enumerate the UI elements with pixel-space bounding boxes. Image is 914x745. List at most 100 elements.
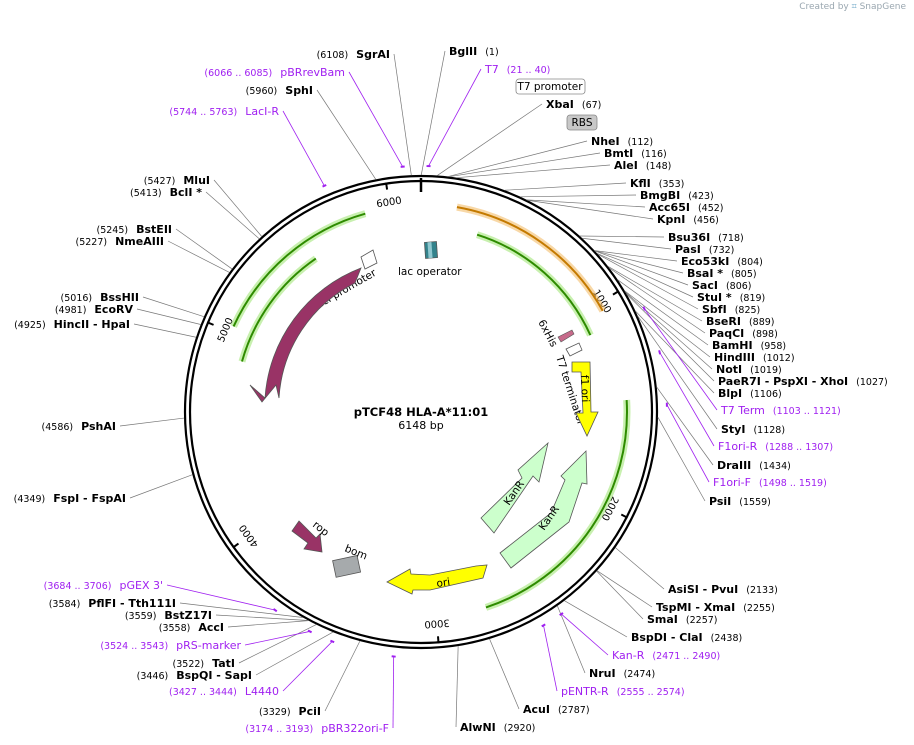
site-label[interactable]: BamHI(958) bbox=[712, 339, 786, 352]
primer-label[interactable]: (5744 .. 5763)LacI-R bbox=[169, 105, 279, 118]
site-label[interactable]: (4349)FspI - FspAI bbox=[14, 492, 126, 505]
svg-text:(6066 .. 6085)pBRrevBam: (6066 .. 6085)pBRrevBam bbox=[204, 66, 345, 79]
site-label[interactable]: (3329)PciI bbox=[259, 705, 321, 718]
svg-text:NruI(2474): NruI(2474) bbox=[589, 667, 655, 680]
site-label-name: PaqCI bbox=[709, 327, 744, 340]
feature-arc-T7-orange-arrowhead bbox=[596, 300, 603, 311]
site-label[interactable]: HindIII(1012) bbox=[714, 351, 795, 364]
site-label-pos: (456) bbox=[693, 215, 719, 226]
feature-arc-green-left-outer[interactable] bbox=[232, 212, 366, 327]
primer-label[interactable]: pENTR-R(2555 .. 2574) bbox=[561, 685, 685, 698]
site-label[interactable]: BspDI - ClaI(2438) bbox=[631, 631, 742, 644]
site-label[interactable]: BseRI(889) bbox=[706, 315, 775, 328]
site-label[interactable]: Eco53kI(804) bbox=[681, 255, 763, 268]
svg-text:(3584)PflFI - Tth111I: (3584)PflFI - Tth111I bbox=[49, 597, 176, 610]
site-label[interactable]: NheI(112) bbox=[591, 135, 653, 148]
feature-ori[interactable] bbox=[386, 564, 488, 595]
site-label[interactable]: BglII(1) bbox=[449, 45, 499, 58]
feature-KanR-inner[interactable] bbox=[480, 441, 549, 534]
primer-label-name: F1ori-R bbox=[718, 440, 758, 453]
site-label[interactable]: AcuI(2787) bbox=[523, 703, 590, 716]
feature-rop[interactable] bbox=[291, 520, 323, 553]
site-label[interactable]: Bsu36I(718) bbox=[668, 231, 744, 244]
site-label[interactable]: (3522)TatI bbox=[173, 657, 235, 670]
feature-arc-T7-orange[interactable] bbox=[456, 206, 604, 312]
site-label[interactable]: NotI(1019) bbox=[716, 363, 782, 376]
site-label[interactable]: (4586)PshAI bbox=[42, 420, 116, 433]
site-label[interactable]: StyI(1128) bbox=[721, 423, 785, 436]
site-label[interactable]: SmaI(2257) bbox=[647, 613, 718, 626]
site-label[interactable]: (5016)BssHII bbox=[61, 291, 139, 304]
feature-f1-ori[interactable] bbox=[571, 361, 599, 437]
feature-lacI[interactable] bbox=[249, 267, 362, 403]
primer-label[interactable]: (6066 .. 6085)pBRrevBam bbox=[204, 66, 345, 79]
primer-label[interactable]: (3174 .. 3193)pBR322ori-F bbox=[245, 722, 389, 735]
feature-6xHis[interactable] bbox=[557, 329, 575, 343]
site-label[interactable]: (3558)AccI bbox=[159, 621, 224, 634]
site-leader-line bbox=[594, 250, 689, 286]
site-label[interactable]: AsiSI - PvuI(2133) bbox=[668, 583, 778, 596]
feature-lacI-promoter[interactable] bbox=[360, 249, 378, 270]
site-label[interactable]: TspMI - XmaI(2255) bbox=[656, 601, 775, 614]
svg-text:(4586)PshAI: (4586)PshAI bbox=[42, 420, 116, 433]
svg-text:KpnI(456): KpnI(456) bbox=[657, 213, 719, 226]
site-label[interactable]: Acc65I(452) bbox=[649, 201, 724, 214]
site-label[interactable]: StuI *(819) bbox=[697, 291, 765, 304]
primer-label[interactable]: Kan-R(2471 .. 2490) bbox=[612, 649, 720, 662]
svg-text:(3558)AccI: (3558)AccI bbox=[159, 621, 224, 634]
site-label[interactable]: (3584)PflFI - Tth111I bbox=[49, 597, 176, 610]
feature-lac-operator[interactable] bbox=[424, 241, 438, 259]
svg-text:(3522)TatI: (3522)TatI bbox=[173, 657, 235, 670]
feature-KanR-outer[interactable] bbox=[499, 450, 588, 569]
site-label[interactable]: SacI(806) bbox=[692, 279, 752, 292]
primer-label[interactable]: F1ori-F(1498 .. 1519) bbox=[713, 476, 827, 489]
site-label[interactable]: (3559)BstZ17I bbox=[125, 609, 212, 622]
site-label[interactable]: PaeR7I - PspXI - XhoI(1027) bbox=[718, 375, 888, 388]
site-label[interactable]: NruI(2474) bbox=[589, 667, 655, 680]
site-label[interactable]: PasI(732) bbox=[675, 243, 734, 256]
site-label-name: XbaI bbox=[546, 98, 574, 111]
site-label-name: SmaI bbox=[647, 613, 678, 626]
site-label[interactable]: SbfI(825) bbox=[702, 303, 760, 316]
site-label[interactable]: (4981)EcoRV bbox=[55, 303, 134, 316]
site-label[interactable]: DraIII(1434) bbox=[717, 459, 791, 472]
feature-arc-green-lower[interactable] bbox=[485, 399, 628, 609]
site-label-name: BspQI - SapI bbox=[176, 669, 252, 682]
site-label[interactable]: (6108)SgrAI bbox=[317, 48, 390, 61]
site-label[interactable]: PaqCI(898) bbox=[709, 327, 778, 340]
site-label-name: EcoRV bbox=[94, 303, 133, 316]
feature-RBS-callout[interactable]: RBS bbox=[566, 114, 598, 131]
feature-arc-green-right[interactable] bbox=[476, 233, 592, 336]
feature-T7-promoter-callout[interactable]: T7 promoter bbox=[515, 78, 586, 95]
site-label[interactable]: (5427)MluI bbox=[144, 174, 210, 187]
site-label[interactable]: (5960)SphI bbox=[246, 84, 313, 97]
feature-label-T7-promoter: T7 promoter bbox=[516, 81, 583, 93]
site-leader-line bbox=[447, 140, 588, 177]
primer-label[interactable]: (3684 .. 3706)pGEX 3' bbox=[44, 579, 163, 592]
site-label[interactable]: AleI(148) bbox=[614, 159, 671, 172]
primer-label[interactable]: (3524 .. 3543)pRS-marker bbox=[100, 639, 241, 652]
feature-T7-terminator[interactable] bbox=[565, 342, 583, 357]
site-label[interactable]: BmgBI(423) bbox=[640, 189, 714, 202]
feature-bom[interactable] bbox=[332, 554, 362, 578]
site-label[interactable]: (4925)HincII - HpaI bbox=[14, 318, 130, 331]
site-label[interactable]: KpnI(456) bbox=[657, 213, 719, 226]
site-label[interactable]: BlpI(1106) bbox=[718, 387, 782, 400]
primer-label-name: LacI-R bbox=[245, 105, 279, 118]
site-label[interactable]: (5413)BclI * bbox=[130, 186, 202, 199]
feature-arc-green-left-inner[interactable] bbox=[241, 257, 317, 362]
site-label[interactable]: KflI(353) bbox=[630, 177, 684, 190]
primer-label[interactable]: (3427 .. 3444)L4440 bbox=[169, 685, 279, 698]
site-label[interactable]: XbaI(67) bbox=[546, 98, 601, 111]
site-label[interactable]: (5227)NmeAIII bbox=[75, 235, 164, 248]
site-label-name: PflFI - Tth111I bbox=[88, 597, 176, 610]
site-label[interactable]: (3446)BspQI - SapI bbox=[137, 669, 252, 682]
site-label[interactable]: AlwNI(2920) bbox=[460, 721, 535, 734]
site-label[interactable]: PsiI(1559) bbox=[709, 495, 771, 508]
primer-label[interactable]: T7(21 .. 40) bbox=[484, 63, 550, 76]
site-label[interactable]: BmtI(116) bbox=[604, 147, 667, 160]
site-label[interactable]: BsaI *(805) bbox=[687, 267, 757, 280]
site-label[interactable]: (5245)BstEII bbox=[97, 223, 172, 236]
primer-label[interactable]: F1ori-R(1288 .. 1307) bbox=[718, 440, 833, 453]
primer-label[interactable]: T7 Term(1103 .. 1121) bbox=[720, 404, 841, 417]
